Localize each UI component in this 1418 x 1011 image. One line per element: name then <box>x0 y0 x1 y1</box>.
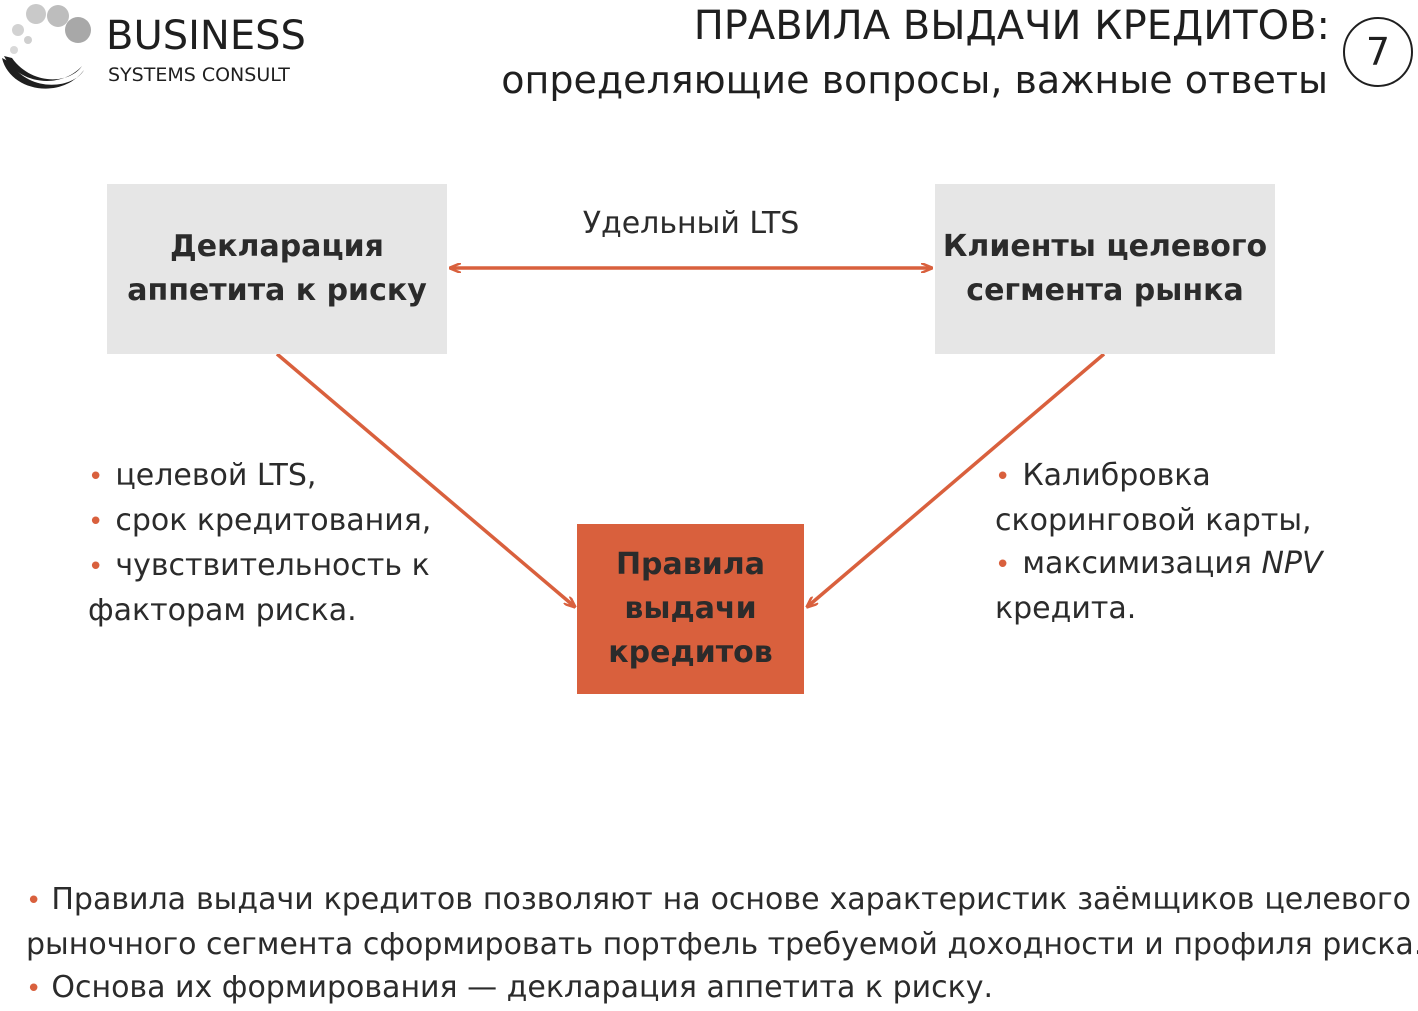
left-to-center-arrow <box>275 352 575 607</box>
risk-appetite-line1: Декларация <box>170 229 384 264</box>
bullet-dot-icon: • <box>88 462 104 492</box>
list-item: • целевой LTS, <box>88 454 468 499</box>
arrow-label-specific-lts: Удельный LTS <box>582 206 800 241</box>
summary-text-1a: Правила выдачи кредитов позволяют на осн… <box>51 882 1411 917</box>
list-item-continuation: факторам риска. <box>88 593 357 628</box>
bullet-dot-icon: • <box>995 550 1011 580</box>
bullet-dot-icon: • <box>26 886 42 916</box>
credit-rules-line2: выдачи <box>624 591 757 626</box>
bullet-dot-icon: • <box>88 507 104 537</box>
left-bullet-text-2: срок кредитования, <box>115 503 432 538</box>
credit-rules-line3: кредитов <box>608 635 773 670</box>
right-bullet-text-1: Калибровка <box>1022 458 1211 493</box>
list-item: • срок кредитования, <box>88 499 468 544</box>
left-bullet-text-1: целевой LTS, <box>115 458 317 493</box>
logo-subbrand-text: SYSTEMS CONSULT <box>108 64 290 86</box>
target-clients-line2: сегмента рынка <box>966 273 1244 308</box>
page-number-badge: 7 <box>1343 17 1413 87</box>
bullet-dot-icon: • <box>26 974 42 1004</box>
right-bullet-text-2: максимизация <box>1022 546 1262 581</box>
risk-appetite-line2: аппетита к риску <box>127 273 427 308</box>
list-item: • Калибровка <box>995 454 1355 499</box>
company-logo: BUSINESS SYSTEMS CONSULT <box>0 0 320 100</box>
page-subtitle: определяющие вопросы, важные ответы <box>501 58 1328 102</box>
target-clients-box: Клиенты целевого сегмента рынка <box>935 184 1275 354</box>
page-title: ПРАВИЛА ВЫДАЧИ КРЕДИТОВ: <box>693 3 1330 49</box>
summary-bullet-2: • Основа их формирования — декларация апп… <box>26 966 1411 1011</box>
list-item-continuation: кредита. <box>995 591 1137 626</box>
bullet-dot-icon: • <box>88 552 104 582</box>
risk-appetite-box: Декларация аппетита к риску <box>107 184 447 354</box>
credit-rules-line1: Правила <box>615 547 766 582</box>
left-bullet-list: • целевой LTS, • срок кредитования, • чувст… <box>88 454 468 632</box>
target-clients-line1: Клиенты целевого <box>942 229 1268 264</box>
list-item-continuation: скоринговой карты, <box>995 503 1312 538</box>
right-to-center-arrow <box>807 352 1106 607</box>
logo-emblem-icon <box>2 4 91 89</box>
logo-brand-text: BUSINESS <box>106 13 306 59</box>
summary-text: • Правила выдачи кредитов позволяют на ос… <box>26 878 1418 1011</box>
list-item: • чувствительность к <box>88 544 468 589</box>
npv-term: NPV <box>1261 546 1323 581</box>
bullet-dot-icon: • <box>995 462 1011 492</box>
left-bullet-text-3: чувствительность к <box>115 548 430 583</box>
summary-bullet-1-line-2: рыночного сегмента сформировать портфель… <box>26 927 1418 962</box>
page-number: 7 <box>1365 30 1391 74</box>
credit-rules-box: Правила выдачи кредитов <box>577 524 804 694</box>
summary-bullet-1-line-1: • Правила выдачи кредитов позволяют на ос… <box>26 878 1411 923</box>
right-bullet-list: • Калибровка скоринговой карты, • максимиз… <box>995 454 1355 630</box>
summary-text-2: Основа их формирования — декларация аппе… <box>51 970 994 1005</box>
list-item: • максимизация NPV <box>995 542 1355 587</box>
